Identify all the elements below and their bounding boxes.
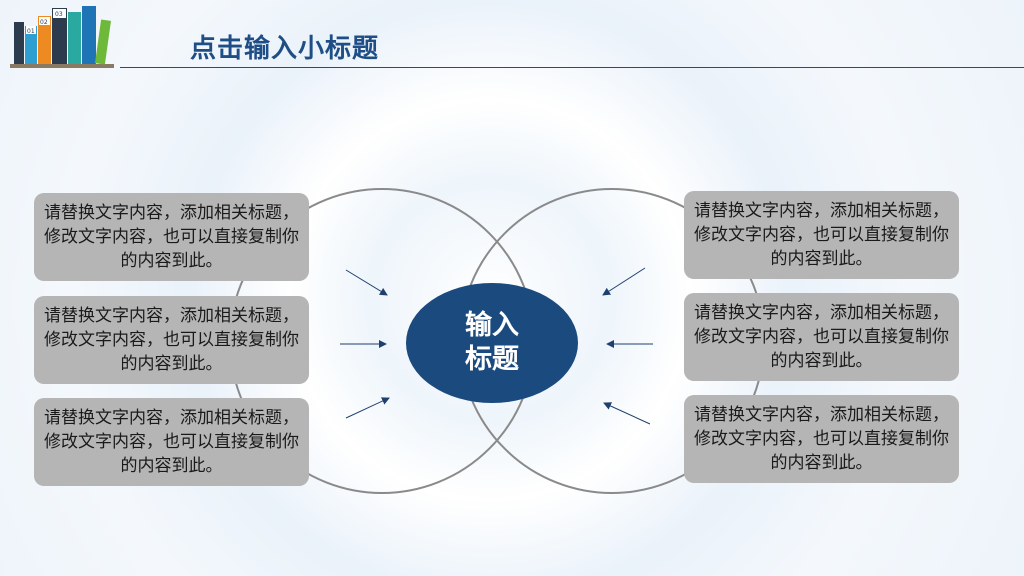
arrow-right-bottom xyxy=(603,402,651,425)
left-text-box-2: 请替换文字内容，添加相关标题，修改文字内容，也可以直接复制你的内容到此。 xyxy=(34,296,309,384)
right-text-box-2: 请替换文字内容，添加相关标题，修改文字内容，也可以直接复制你的内容到此。 xyxy=(684,293,959,381)
right-text-box-1: 请替换文字内容，添加相关标题，修改文字内容，也可以直接复制你的内容到此。 xyxy=(684,191,959,279)
center-title-line2: 标题 xyxy=(465,344,519,375)
left-text-box-1: 请替换文字内容，添加相关标题，修改文字内容，也可以直接复制你的内容到此。 xyxy=(34,193,309,281)
svg-text:01: 01 xyxy=(27,28,35,35)
center-ellipse xyxy=(406,283,578,403)
center-title: 输入 标题 xyxy=(407,283,577,403)
arrow-right-top xyxy=(602,267,646,296)
right-text-box-3: 请替换文字内容，添加相关标题，修改文字内容，也可以直接复制你的内容到此。 xyxy=(684,395,959,483)
page-title: 点击输入小标题 xyxy=(190,34,380,64)
center-title-line1: 输入 xyxy=(465,310,519,341)
books-logo-icon: 01 02 03 xyxy=(10,6,114,68)
arrow-left-bottom xyxy=(345,397,390,419)
left-text-box-3: 请替换文字内容，添加相关标题，修改文字内容，也可以直接复制你的内容到此。 xyxy=(34,398,309,486)
title-divider xyxy=(120,67,1024,68)
arrow-left-top xyxy=(345,269,388,296)
svg-text:02: 02 xyxy=(40,19,48,26)
svg-text:03: 03 xyxy=(55,11,63,18)
